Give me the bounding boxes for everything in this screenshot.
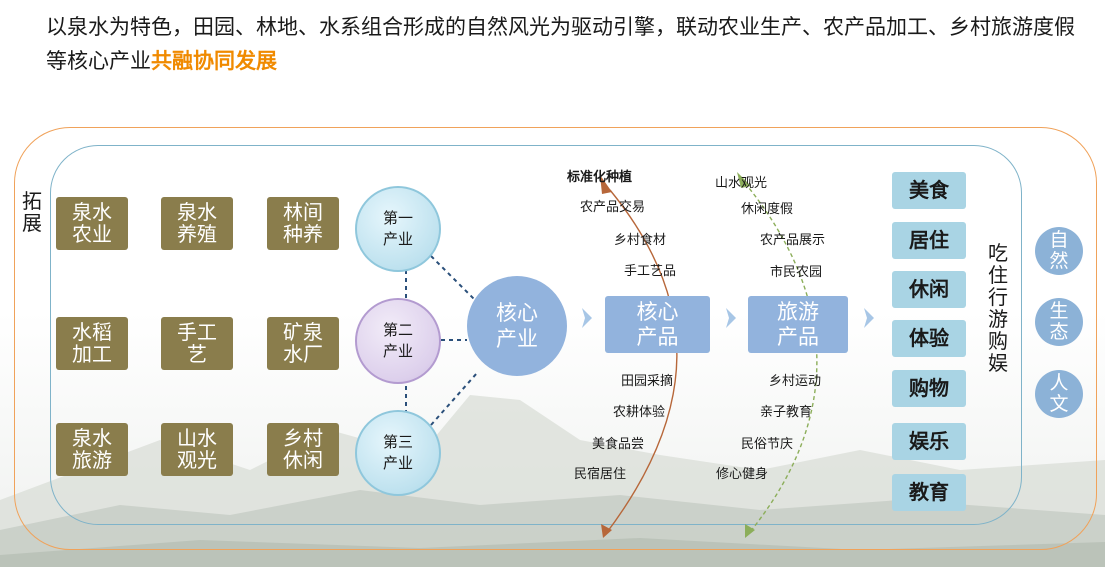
core-product-label: 核心产品 <box>636 299 679 349</box>
heading-highlight: 共融协同发展 <box>151 49 277 73</box>
core-item: 农耕体验 <box>613 405 666 420</box>
tourism-item: 休闲度假 <box>741 202 794 217</box>
sector-tertiary-label: 第三产业 <box>382 433 413 472</box>
tourism-item: 修心健身 <box>716 467 769 482</box>
heading-text: 以泉水为特色，田园、林地、水系组合形成的自然风光为驱动引擎，联动农业生产、农产品… <box>46 15 1075 73</box>
tourism-item: 乡村运动 <box>769 374 822 389</box>
tourism-item: 亲子教育 <box>760 405 813 420</box>
value-ecology-label: 生态 <box>1049 300 1069 343</box>
industry-box: 林间种养 <box>267 197 339 250</box>
value-nature-circle: 自然 <box>1035 227 1083 275</box>
tourism-item: 民俗节庆 <box>741 437 794 452</box>
value-culture-label: 人文 <box>1049 372 1069 415</box>
core-industry-label: 核心产业 <box>496 301 538 351</box>
inner-frame <box>50 145 1022 525</box>
industry-box: 矿泉水厂 <box>267 317 339 370</box>
sector-tertiary: 第三产业 <box>355 410 441 496</box>
activity-pill-stay: 居住 <box>892 222 966 259</box>
sector-primary: 第一产业 <box>355 186 441 272</box>
core-item: 民宿居住 <box>574 467 627 482</box>
tourism-item: 农产品展示 <box>760 233 826 248</box>
core-item: 美食品尝 <box>592 437 645 452</box>
core-product-block: 核心产品 <box>605 296 710 353</box>
industry-box: 手工艺 <box>161 317 233 370</box>
core-item: 农产品交易 <box>580 200 646 215</box>
page-heading: 以泉水为特色，田园、林地、水系组合形成的自然风光为驱动引擎，联动农业生产、农产品… <box>46 10 1091 78</box>
value-nature-label: 自然 <box>1049 229 1069 272</box>
activity-pill-food: 美食 <box>892 172 966 209</box>
industry-box: 乡村休闲 <box>267 423 339 476</box>
outer-frame <box>14 127 1097 550</box>
activities-label: 吃住行游购娱 <box>988 241 1008 375</box>
industry-box: 泉水旅游 <box>56 423 128 476</box>
sector-secondary: 第二产业 <box>355 298 441 384</box>
activity-pill-shopping: 购物 <box>892 370 966 407</box>
industry-box: 山水观光 <box>161 423 233 476</box>
industry-box: 泉水养殖 <box>161 197 233 250</box>
tourism-product-block: 旅游产品 <box>748 296 848 353</box>
core-item: 标准化种植 <box>567 170 633 185</box>
value-ecology-circle: 生态 <box>1035 298 1083 346</box>
value-culture-circle: 人文 <box>1035 370 1083 418</box>
tourism-item: 山水观光 <box>715 176 768 191</box>
activity-pill-education: 教育 <box>892 474 966 511</box>
sector-secondary-label: 第二产业 <box>382 321 413 360</box>
expand-label: 拓展 <box>22 189 42 235</box>
activity-pill-leisure: 休闲 <box>892 271 966 308</box>
industry-box: 泉水农业 <box>56 197 128 250</box>
tourism-item: 市民农园 <box>770 265 823 280</box>
activity-pill-entertainment: 娱乐 <box>892 423 966 460</box>
core-item: 田园采摘 <box>621 374 674 389</box>
tourism-product-label: 旅游产品 <box>777 299 819 349</box>
core-item: 手工艺品 <box>624 264 677 279</box>
core-industry-circle: 核心产业 <box>467 276 567 376</box>
sector-primary-label: 第一产业 <box>382 209 413 248</box>
industry-box: 水稻加工 <box>56 317 128 370</box>
core-item: 乡村食材 <box>614 233 667 248</box>
activity-pill-experience: 体验 <box>892 320 966 357</box>
